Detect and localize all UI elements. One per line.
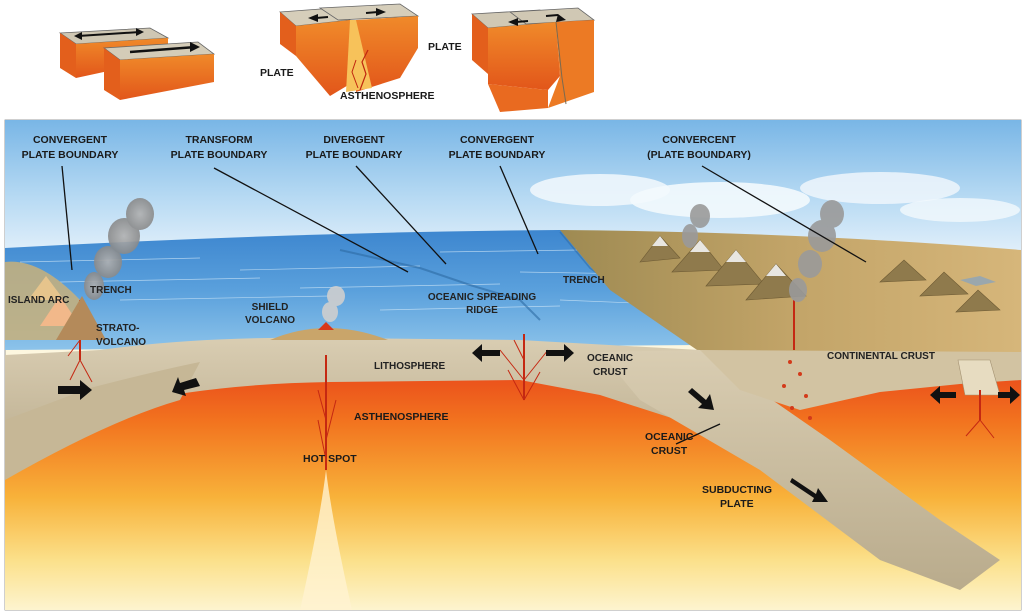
arrow-right-icon bbox=[556, 14, 566, 22]
label-shield-volcano-line2: VOLCANO bbox=[245, 315, 295, 326]
arrow-right-icon bbox=[58, 380, 92, 400]
label-subducting-plate-line1: SUBDUCTING bbox=[702, 484, 772, 496]
main-cross-section: CONVERGENT PLATE BOUNDARY TRANSFORM PLAT… bbox=[4, 119, 1022, 611]
label-stratovolcano-line2: VOLCANO bbox=[96, 337, 146, 348]
callout-divergent-line1: DIVERGENT bbox=[323, 134, 385, 146]
arrow-right-icon bbox=[998, 386, 1020, 404]
label-spreading-ridge-line2: RIDGE bbox=[466, 305, 498, 316]
label-trench-right: TRENCH bbox=[563, 275, 605, 286]
callout-transform-line1: TRANSFORM bbox=[185, 134, 252, 146]
arrow-down-right-icon bbox=[688, 388, 714, 410]
callout-convergent-right-line2: (PLATE BOUNDARY) bbox=[647, 149, 751, 161]
label-island-arc: ISLAND ARC bbox=[8, 295, 69, 306]
arrow-left-icon bbox=[930, 386, 956, 404]
callout-convergent-right-line1: CONVERCENT bbox=[662, 134, 736, 146]
callout-convergent-mid-line1: CONVERGENT bbox=[460, 134, 535, 146]
arrow-right-icon bbox=[376, 8, 386, 16]
label-asthenosphere: ASTHENOSPHERE bbox=[354, 411, 449, 423]
label-oceanic-crust-upper-line2: CRUST bbox=[593, 367, 627, 378]
label-subducting-plate-line2: PLATE bbox=[720, 498, 754, 510]
volcano-plume bbox=[84, 198, 154, 300]
callout-leaders bbox=[61, 165, 867, 445]
arrow-right-icon bbox=[136, 28, 144, 36]
inset-divergent-boundary: PLATE PLATE ASTHENOSPHERE bbox=[260, 3, 462, 102]
label-continental-crust: CONTINENTAL CRUST bbox=[827, 351, 935, 362]
callout-convergent-left-line2: PLATE BOUNDARY bbox=[22, 149, 119, 161]
arrow-left-icon bbox=[308, 14, 318, 22]
callout-convergent-left-line1: CONVERGENT bbox=[33, 134, 108, 146]
inset-label-plate-right: PLATE bbox=[428, 41, 462, 53]
label-stratovolcano-line1: STRATO- bbox=[96, 323, 140, 334]
arrow-left-icon bbox=[74, 32, 82, 40]
arrow-down-right-icon bbox=[790, 478, 828, 502]
inset-transform-boundary bbox=[58, 27, 216, 100]
arrow-left-icon bbox=[472, 344, 500, 362]
inset-label-plate-left: PLATE bbox=[260, 67, 294, 79]
arrow-left-icon bbox=[508, 18, 518, 26]
label-oceanic-crust-lower-line2: CRUST bbox=[651, 445, 688, 457]
label-hot-spot: HOT SPOT bbox=[303, 453, 357, 465]
arrow-right-icon bbox=[546, 344, 574, 362]
plate-motion-arrows bbox=[58, 344, 1020, 502]
arrow-right-icon bbox=[190, 42, 200, 52]
label-spreading-ridge-line1: OCEANIC SPREADING bbox=[428, 292, 537, 303]
volcano-plume bbox=[682, 200, 844, 302]
arrow-left-icon bbox=[172, 377, 200, 396]
callout-divergent-line2: PLATE BOUNDARY bbox=[306, 149, 403, 161]
label-lithosphere: LITHOSPHERE bbox=[374, 361, 445, 372]
inset-label-asthenosphere: ASTHENOSPHERE bbox=[340, 90, 435, 102]
label-oceanic-crust-upper-line1: OCEANIC bbox=[587, 353, 633, 364]
label-trench-left: TRENCH bbox=[90, 285, 132, 296]
volcano-plume bbox=[322, 286, 345, 322]
label-shield-volcano-line1: SHIELD bbox=[252, 302, 289, 313]
label-oceanic-crust-lower-line1: OCEANIC bbox=[645, 431, 694, 443]
inset-convergent-boundary bbox=[471, 7, 596, 112]
callout-transform-line2: PLATE BOUNDARY bbox=[171, 149, 268, 161]
callout-convergent-mid-line2: PLATE BOUNDARY bbox=[449, 149, 546, 161]
